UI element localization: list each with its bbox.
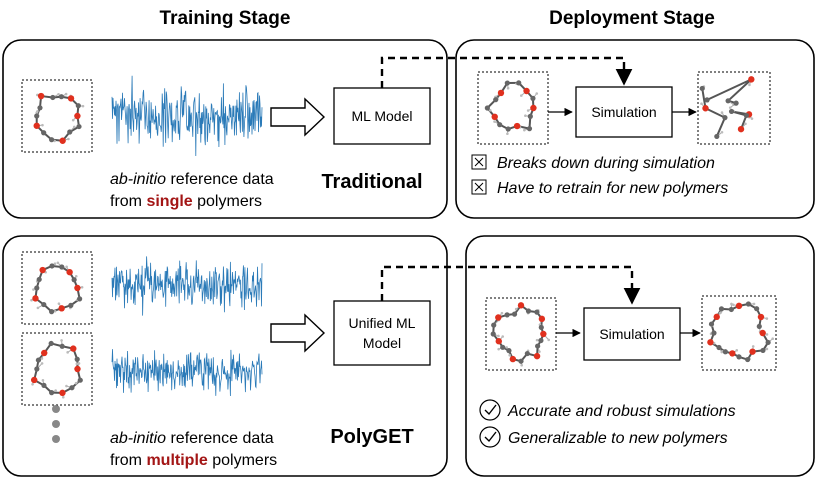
caption-emphasis: single (146, 193, 192, 210)
traditional-deployment-panel (455, 39, 815, 219)
deployment-stage-header: Deployment Stage (549, 8, 715, 29)
polyget-caption-line1: ab-initio reference data (110, 430, 274, 447)
reference-signal-single (111, 75, 263, 157)
polyget-caption-line2: from multiple polymers (110, 452, 277, 469)
check-circle-icon (479, 399, 501, 421)
traditional-method-label: Traditional (321, 171, 422, 193)
molecule-thumbnail-deploy-input-large (485, 297, 557, 371)
molecule-thumbnail-deploy-input (477, 71, 549, 145)
caption-post: polymers (208, 452, 277, 469)
caption-post: polymers (193, 193, 262, 210)
ml-model-box (333, 87, 431, 145)
caption-pre: from (110, 452, 146, 469)
traditional-caption-line2: from single polymers (110, 193, 262, 210)
vertical-ellipsis-icon (52, 405, 60, 443)
simulation-label: Simulation (591, 104, 656, 120)
ml-model-label: ML Model (352, 108, 413, 124)
polyget-training-panel (2, 235, 448, 477)
reference-signal-multi-2 (111, 349, 263, 397)
traditional-caption-line1: ab-initio reference data (110, 171, 274, 188)
reference-signal-multi-1 (111, 256, 263, 316)
unified-model-label-line2: Model (363, 335, 401, 351)
abinitio-term: ab-initio (110, 430, 166, 447)
molecule-thumbnail-multi-2 (21, 332, 93, 406)
molecule-thumbnail-broken (697, 71, 771, 145)
molecule-thumbnail-single (21, 79, 93, 153)
training-stage-header: Training Stage (160, 8, 291, 29)
issue-item: Breaks down during simulation (497, 155, 715, 172)
caption-emphasis: multiple (146, 452, 207, 469)
simulation-box-traditional (575, 86, 673, 138)
simulation-label: Simulation (599, 326, 664, 342)
check-circle-icon (479, 426, 501, 448)
molecule-thumbnail-multi-1 (21, 251, 93, 325)
cross-box-icon (471, 179, 487, 195)
polyget-method-label: PolyGET (330, 426, 413, 448)
unified-model-label-line1: Unified ML (349, 315, 416, 331)
caption-rest: reference data (166, 171, 274, 188)
traditional-dashed-connector (380, 56, 633, 88)
polyget-dashed-connector (380, 265, 641, 305)
issue-item: Have to retrain for new polymers (497, 180, 728, 197)
caption-rest: reference data (166, 430, 274, 447)
simulation-box-polyget (583, 307, 681, 361)
molecule-thumbnail-stable (701, 295, 777, 371)
abinitio-term: ab-initio (110, 171, 166, 188)
polyget-deployment-panel (465, 235, 815, 477)
hollow-arrow-icon (270, 313, 326, 353)
benefit-item: Generalizable to new polymers (508, 430, 728, 447)
hollow-arrow-icon (270, 97, 326, 137)
cross-box-icon (471, 154, 487, 170)
caption-pre: from (110, 193, 146, 210)
benefit-item: Accurate and robust simulations (507, 403, 736, 420)
unified-model-box (333, 300, 431, 366)
traditional-training-panel (2, 39, 448, 219)
